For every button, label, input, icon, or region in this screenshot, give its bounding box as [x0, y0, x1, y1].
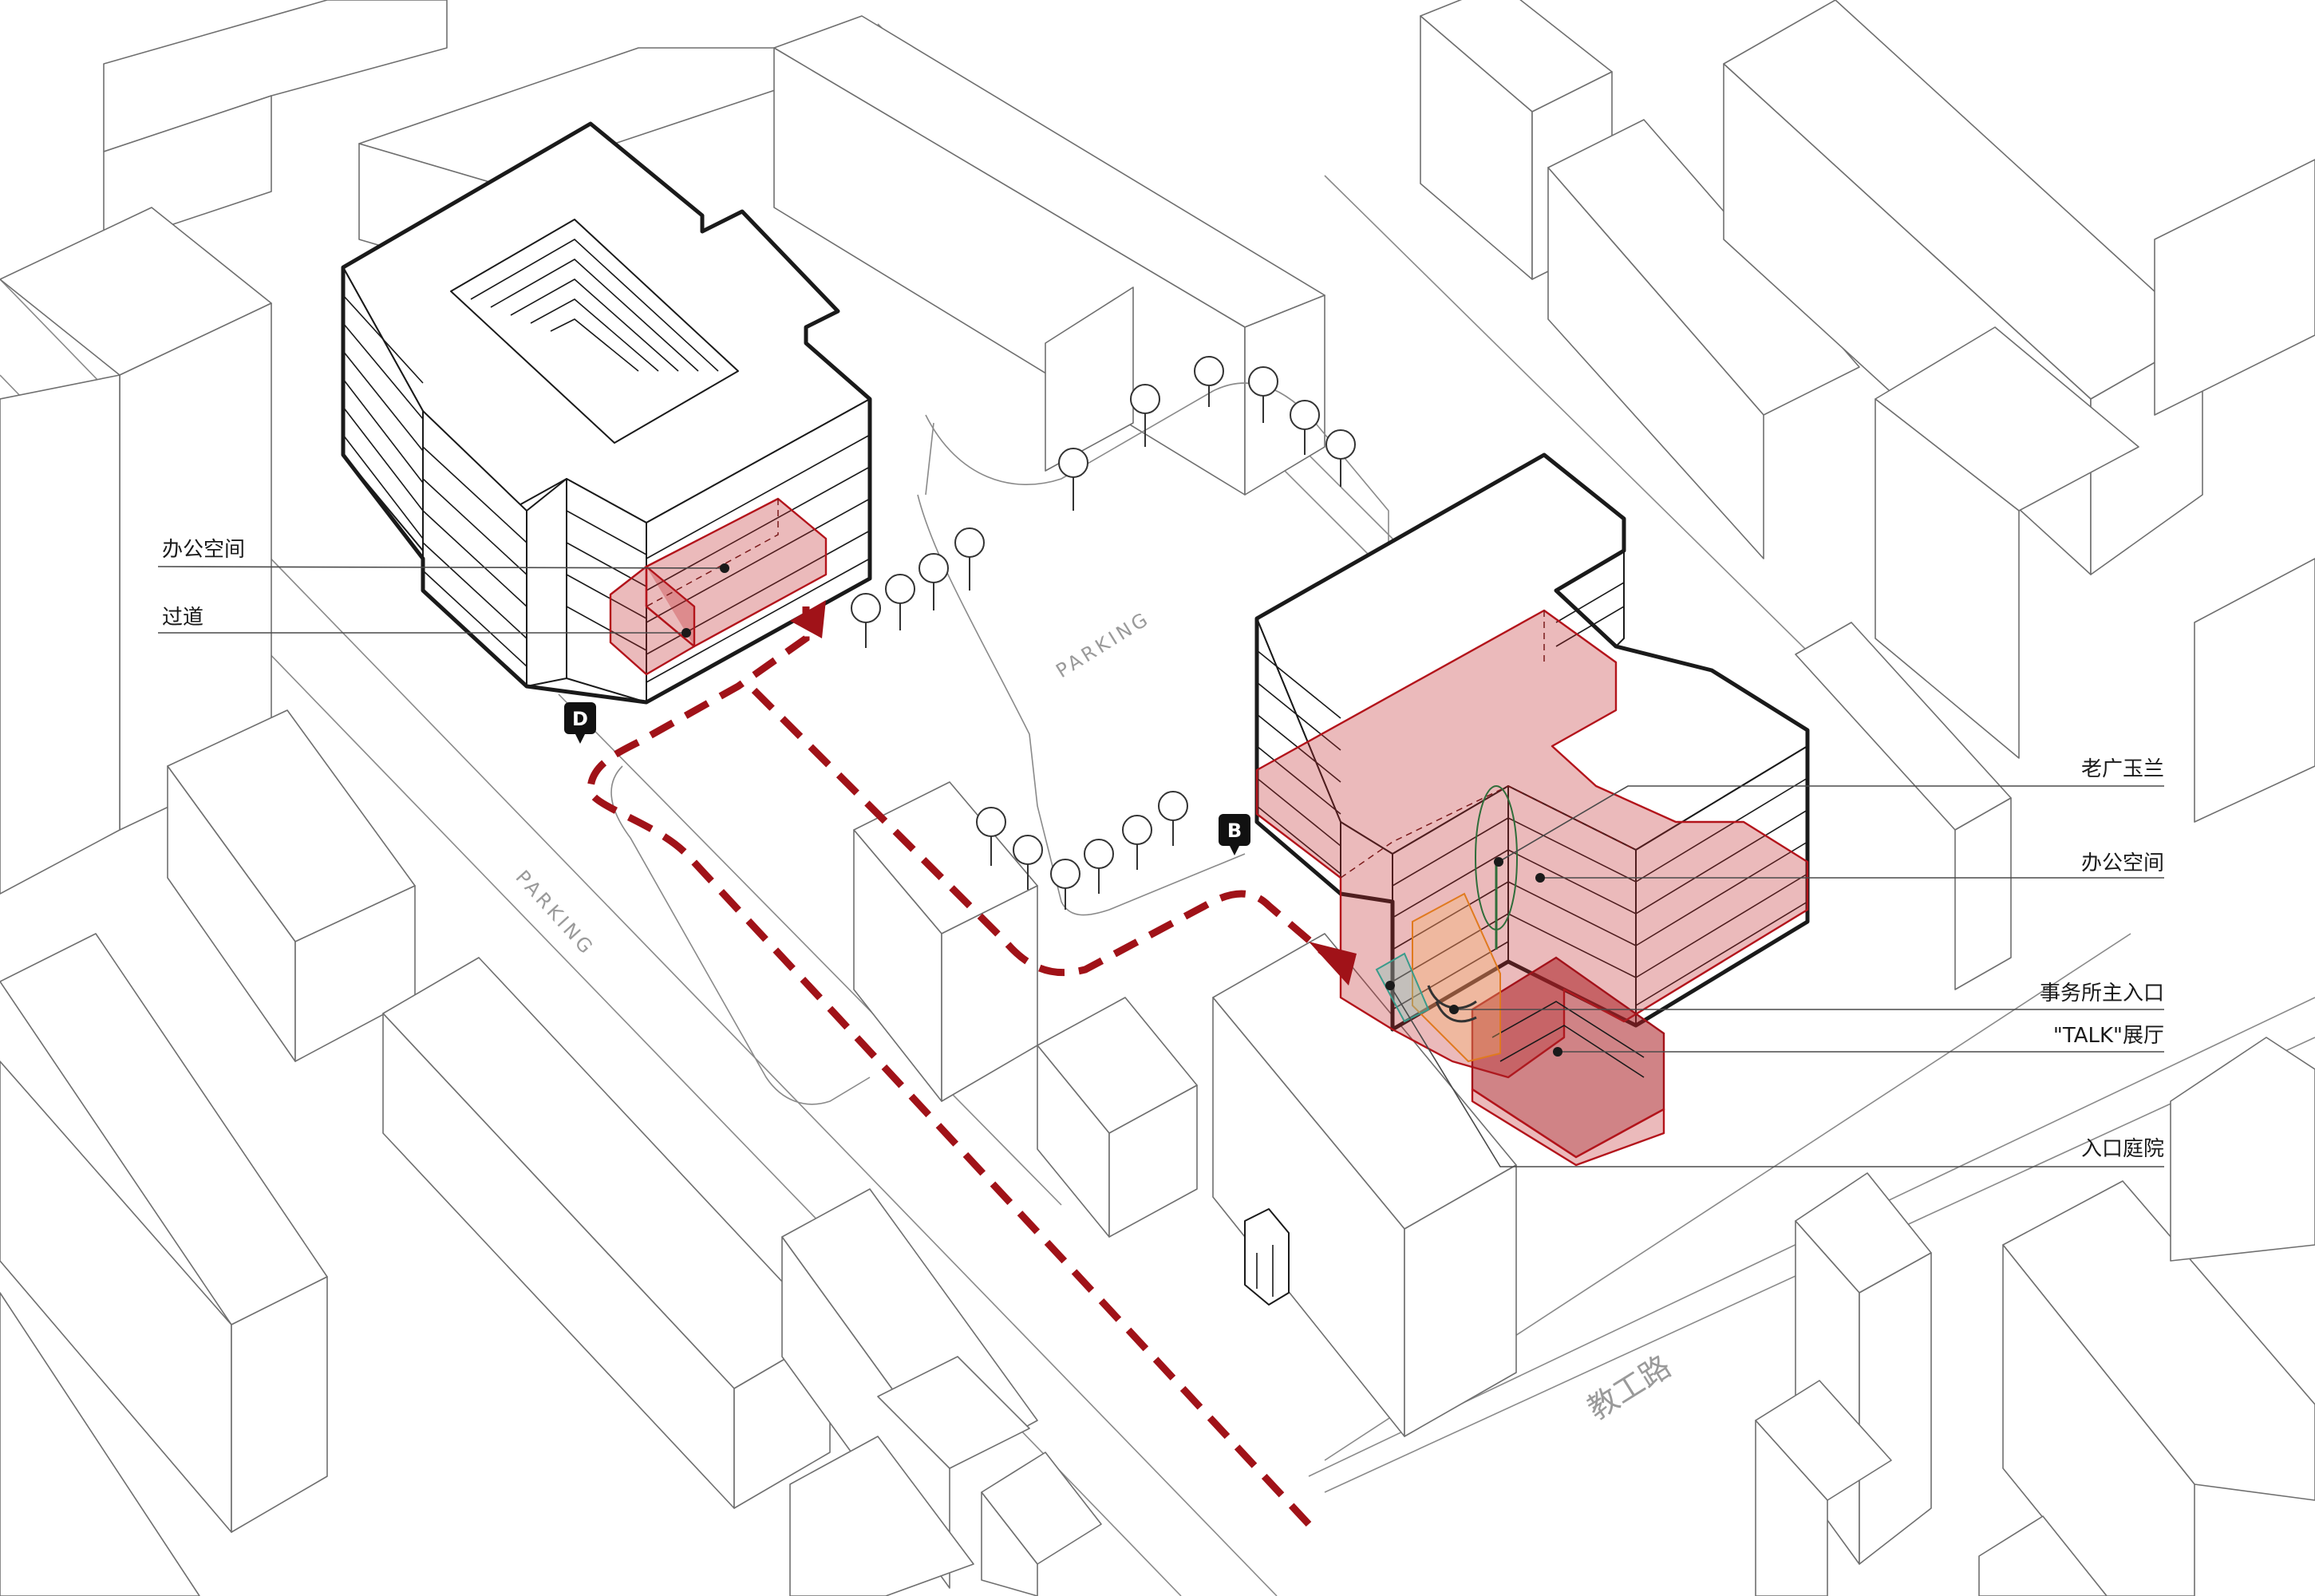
- label-main-entrance: 事务所主入口: [2040, 982, 2164, 1005]
- label-left-office: 办公空间: [162, 538, 245, 562]
- tree: [1051, 859, 1080, 910]
- tree: [851, 594, 880, 648]
- label-right-office: 办公空间: [2081, 851, 2164, 875]
- tree: [1123, 816, 1152, 870]
- marker-d-text: D: [572, 708, 588, 730]
- marker-d: D: [564, 702, 596, 744]
- parking-label-left: PARKING: [512, 866, 599, 960]
- tree: [1084, 839, 1113, 894]
- marker-b-text: B: [1227, 820, 1242, 842]
- parking-label-center: PARKING: [1052, 607, 1154, 682]
- label-left-corridor: 过道: [162, 606, 203, 630]
- tree: [955, 528, 984, 591]
- label-talk-hall: "TALK"展厅: [2053, 1024, 2164, 1048]
- marker-b: B: [1219, 814, 1250, 855]
- road-name-label: 教工路: [1581, 1349, 1677, 1427]
- tree: [1059, 448, 1088, 511]
- tree: [1159, 792, 1187, 846]
- label-entrance-courtyard: 入口庭院: [2081, 1137, 2164, 1161]
- tree: [886, 575, 915, 630]
- label-laoguang-yulan: 老广玉兰: [2081, 757, 2164, 781]
- tree: [1326, 430, 1355, 487]
- tree: [919, 554, 948, 610]
